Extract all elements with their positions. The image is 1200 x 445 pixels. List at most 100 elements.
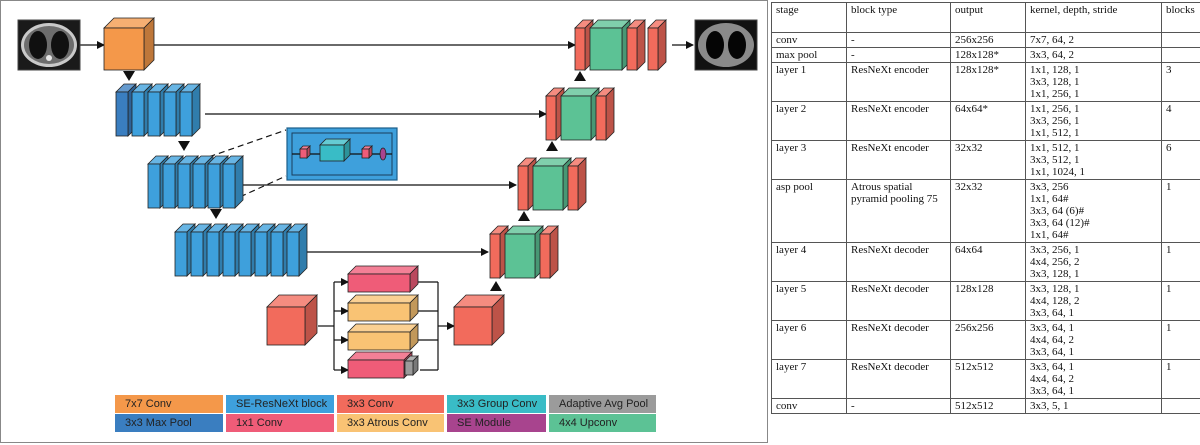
cell-blocks: 1 [1161,281,1200,321]
cell-stage: conv [771,398,847,414]
cell-kernel-line: 4x4, 64, 2 [1030,334,1074,346]
down-arrow [178,141,190,151]
cell-block-type: ResNeXt decoder [846,359,951,399]
encoder-layer3-block [286,223,308,277]
cell-block-type-line: - [851,49,855,61]
aspp-atrous-conv-12 [347,323,419,351]
cell-kernel-line: 3x3, 512, 1 [1030,154,1080,166]
decoder-layer5-block [567,157,587,211]
decoder-layer7-block [626,19,646,71]
cell-kernel-line: 3x3, 64, 1 [1030,346,1074,358]
cell-output: 256x256 [950,32,1026,48]
cell-stage-line: conv [776,400,798,412]
cell-kernel-line: 3x3, 64 (6)# [1030,205,1085,217]
cell-output-line: 512x512 [955,361,994,373]
up-arrow [518,211,530,221]
legend-item: 3x3 Conv [337,395,444,413]
cell-kernel-line: 1x1, 64# [1030,229,1069,241]
cell-output-line: 256x256 [955,322,994,334]
up-arrow [490,281,502,291]
cell-stage: layer 6 [771,320,847,360]
cell-output-line: 128x128* [955,64,999,76]
legend-item: 3x3 Atrous Conv [337,414,444,432]
cell-kernel-line: 1x1, 1024, 1 [1030,166,1085,178]
cell-block-type: - [846,32,951,48]
cell-blocks-line: 1 [1166,283,1172,295]
cell-kernel-line: 3x3, 64, 1 [1030,322,1074,334]
legend-item: 3x3 Max Pool [115,414,223,432]
cell-blocks-line: 3 [1166,64,1172,76]
decoder-layer6-block [560,87,600,141]
se-resnext-detail [286,127,398,181]
detail-1x1-conv [299,145,311,159]
cell-block-type: ResNeXt encoder [846,140,951,180]
lung-mask-output-image [694,19,758,71]
cell-output-line: 512x512 [955,400,994,412]
cell-output-line: 64x64* [955,103,988,115]
cell-blocks [1161,32,1200,48]
decoder-layer7-block [589,19,631,71]
aspp-1x1-conv [347,265,419,293]
cell-kernel-line: 3x3, 256, 1 [1030,244,1080,256]
connection-lines [80,41,694,374]
legend-item: SE-ResNeXt block [226,395,334,413]
cell-blocks-line: 6 [1166,142,1172,154]
cell-stage: conv [771,32,847,48]
col-block-type: block type [846,2,951,33]
cell-blocks: 1 [1161,179,1200,243]
cell-kernel-line: 3x3, 64, 1 [1030,307,1074,319]
cell-output-line: 64x64 [955,244,983,256]
cell-block-type-line: pyramid pooling 75 [851,193,938,205]
cell-output: 32x32 [950,140,1026,180]
cell-output: 64x64 [950,242,1026,282]
cell-stage-line: asp pool [776,181,813,193]
detail-se-module [379,147,387,161]
decoder-layer5-block [532,157,572,211]
cell-output-line: 256x256 [955,34,994,46]
cell-block-type: - [846,398,951,414]
diagram-frame [0,0,768,443]
cell-block-type: ResNeXt decoder [846,242,951,282]
conv7x7-block [103,17,155,71]
cell-blocks-line: 1 [1166,322,1172,334]
cell-blocks-line: 1 [1166,181,1172,193]
aspp-output-conv [453,294,505,346]
cell-stage-line: layer 7 [776,361,807,373]
cell-output: 512x512 [950,359,1026,399]
cell-output: 128x128* [950,47,1026,63]
cell-kernel-line: 3x3, 64 (12)# [1030,217,1090,229]
cell-blocks [1161,398,1200,414]
cell-output-line: 128x128* [955,49,999,61]
cell-kernel-line: 1x1, 512, 1 [1030,127,1080,139]
cell-block-type-line: - [851,34,855,46]
decoder-layer4-block [539,225,559,279]
cell-stage-line: layer 2 [776,103,807,115]
cell-block-type-line: ResNeXt encoder [851,64,929,76]
col-output: output [950,2,1026,33]
legend-item: 7x7 Conv [115,395,223,413]
cell-block-type-line: - [851,400,855,412]
cell-blocks [1161,47,1200,63]
cell-stage-line: max pool [776,49,818,61]
cell-output-line: 32x32 [955,181,983,193]
cell-kernel-line: 1x1, 64# [1030,193,1069,205]
cell-block-type-line: ResNeXt decoder [851,244,929,256]
legend-item: 1x1 Conv [226,414,334,432]
cell-block-type-line: ResNeXt decoder [851,322,929,334]
cell-kernel-line: 3x3, 128, 1 [1030,268,1080,280]
cell-kernel-line: 3x3, 128, 1 [1030,283,1080,295]
ct-lung-input-image [17,19,81,71]
legend-item: 3x3 Group Conv [447,395,546,413]
cell-stage: layer 2 [771,101,847,141]
cell-block-type-line: ResNeXt encoder [851,103,929,115]
cell-blocks: 1 [1161,320,1200,360]
cell-block-type: - [846,47,951,63]
